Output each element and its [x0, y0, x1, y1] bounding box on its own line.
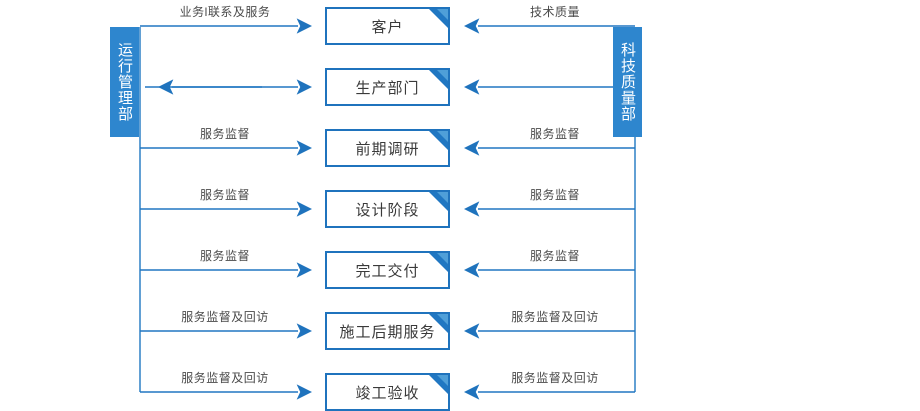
edge-label-right: 服务监督及回访	[511, 310, 599, 324]
edge-label-right: 服务监督	[529, 127, 580, 141]
edge-label-left: 服务监督	[199, 249, 250, 263]
left-department-label: 运行管理部	[116, 42, 133, 122]
edge-label-left: 业务l联系及服务	[179, 5, 271, 19]
stage-box[interactable]: 客户	[325, 7, 450, 45]
corner-highlight-icon	[437, 192, 448, 203]
corner-highlight-icon	[437, 131, 448, 142]
edge-label-left: 服务监督及回访	[181, 310, 269, 324]
stage-label: 前期调研	[355, 140, 420, 158]
stage-box[interactable]: 完工交付	[325, 251, 450, 289]
edge-label-left: 服务监督	[199, 188, 250, 202]
corner-highlight-icon	[437, 9, 448, 20]
corner-highlight-icon	[437, 375, 448, 386]
stage-box[interactable]: 生产部门	[325, 68, 450, 106]
stage-box[interactable]: 施工后期服务	[325, 312, 450, 350]
right-department-label: 科技质量部	[619, 42, 636, 122]
edge-label-left: 服务监督及回访	[181, 371, 269, 385]
corner-highlight-icon	[437, 253, 448, 264]
edge-label-right: 服务监督	[529, 249, 580, 263]
edge-label-right: 服务监督	[529, 188, 580, 202]
corner-highlight-icon	[437, 70, 448, 81]
stage-label: 竣工验收	[355, 384, 420, 402]
corner-highlight-icon	[437, 314, 448, 325]
stage-label: 客户	[371, 18, 404, 36]
edge-label-right: 服务监督及回访	[511, 371, 599, 385]
stage-label: 施工后期服务	[339, 323, 436, 341]
stage-label: 完工交付	[355, 262, 420, 280]
stage-label: 设计阶段	[355, 201, 420, 219]
edge-label-right: 技术质量	[529, 5, 580, 19]
left-department-box[interactable]: 运行管理部	[110, 27, 139, 137]
stage-box[interactable]: 前期调研	[325, 129, 450, 167]
stage-box[interactable]: 竣工验收	[325, 373, 450, 411]
right-department-box[interactable]: 科技质量部	[613, 27, 642, 137]
edge-label-left: 服务监督	[199, 127, 250, 141]
stage-box[interactable]: 设计阶段	[325, 190, 450, 228]
stage-label: 生产部门	[355, 79, 420, 97]
